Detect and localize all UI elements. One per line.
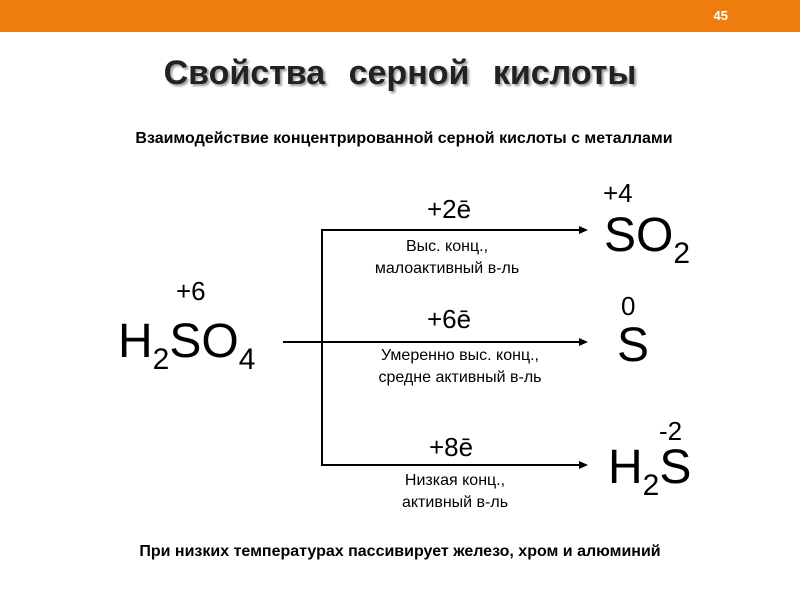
reactant-formula: H2SO4	[118, 315, 255, 375]
arrow-line-h2s	[321, 464, 579, 466]
condition-line: активный в-ль	[401, 494, 509, 511]
electron-transfer: +8ē	[429, 432, 474, 462]
product-formula-s: S	[617, 322, 649, 370]
arrowhead-icon	[579, 461, 588, 469]
header-bar: 45	[0, 0, 800, 32]
slide-footer-note: При низких температурах пассивирует желе…	[139, 543, 661, 560]
reactant-oxidation-state: +6	[176, 276, 206, 306]
condition-line: Низкая конц.,	[404, 472, 506, 489]
arrow-line-s	[321, 341, 579, 343]
slide-subtitle: Взаимодействие концентрированной серной …	[135, 130, 673, 147]
formula-part: S	[659, 441, 692, 494]
condition-line: Умеренно выс. конц.,	[380, 347, 539, 364]
formula-part: S	[617, 319, 650, 372]
arrowhead-icon	[579, 226, 588, 234]
product-formula-so2: SO2	[604, 209, 690, 269]
formula-subscript: 2	[642, 469, 660, 502]
product-oxidation-state: +4	[603, 178, 633, 208]
product-formula-h2s: H2S	[608, 441, 692, 501]
connector-line	[283, 341, 323, 343]
formula-part: H	[118, 315, 153, 368]
reaction-condition: Низкая конц., активный в-ль	[345, 470, 565, 514]
formula-part: H	[608, 441, 643, 494]
condition-line: малоактивный в-ль	[374, 260, 520, 277]
formula-subscript: 4	[238, 343, 256, 376]
arrow-line-so2	[321, 229, 579, 231]
page-number: 45	[713, 8, 728, 23]
condition-line: средне активный в-ль	[378, 369, 542, 386]
condition-line: Выс. конц.,	[405, 238, 489, 255]
reaction-condition: Умеренно выс. конц., средне активный в-л…	[340, 345, 580, 389]
product-oxidation-state: -2	[659, 416, 683, 446]
formula-part: SO	[169, 315, 239, 368]
formula-subscript: 2	[673, 237, 691, 270]
branch-trunk-line	[321, 229, 323, 466]
formula-part: SO	[604, 209, 674, 262]
electron-transfer: +2ē	[427, 194, 472, 224]
electron-transfer: +6ē	[427, 304, 472, 334]
formula-subscript: 2	[152, 343, 170, 376]
product-oxidation-state: 0	[621, 291, 636, 321]
reaction-condition: Выс. конц., малоактивный в-ль	[337, 236, 557, 280]
slide-title: Свойства серной кислоты	[163, 54, 637, 92]
arrowhead-icon	[579, 338, 588, 346]
